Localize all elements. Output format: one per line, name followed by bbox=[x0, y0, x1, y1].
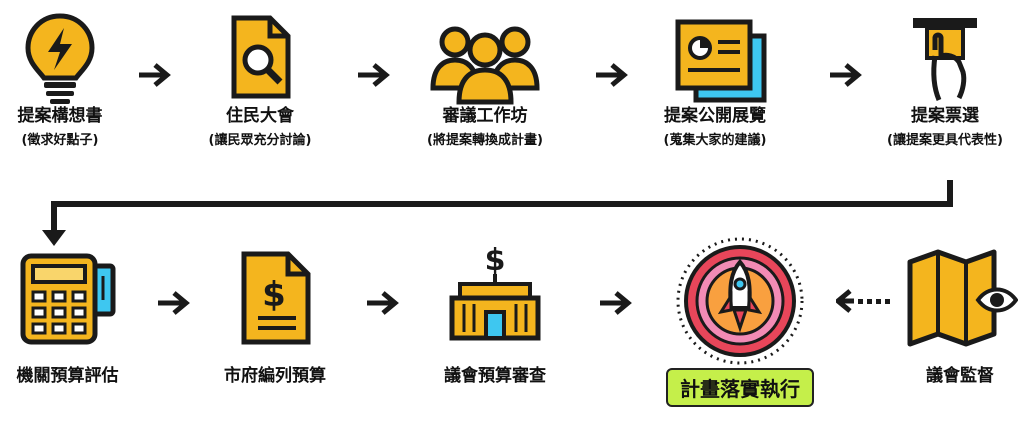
step-title: 提案構想書 bbox=[17, 106, 103, 126]
arrow-right-icon bbox=[358, 63, 390, 87]
svg-text:$: $ bbox=[485, 243, 506, 278]
presentation-board-icon bbox=[675, 19, 767, 103]
arrow-right-icon bbox=[596, 63, 628, 87]
step-title: 議會預算審查 bbox=[444, 366, 546, 386]
lightbulb-icon bbox=[25, 13, 95, 104]
step-council-budget-review: $ 議會預算審查 bbox=[415, 240, 575, 386]
step-subtitle: (蒐集大家的建議) bbox=[663, 133, 767, 149]
step-title: 審議工作坊 bbox=[442, 106, 528, 126]
step-title: 議會監督 bbox=[926, 366, 994, 386]
connector-arrow bbox=[42, 180, 953, 246]
step-plan-implementation: 計畫落實執行 bbox=[655, 236, 825, 407]
step-title: 機關預算評估 bbox=[16, 366, 119, 386]
group-people-icon bbox=[430, 26, 540, 105]
map-eye-icon bbox=[907, 249, 1018, 347]
ballot-hand-icon bbox=[913, 18, 977, 101]
step-subtitle: (徵求好點子) bbox=[21, 133, 99, 149]
arrow-right-icon bbox=[830, 63, 862, 87]
rocket-badge-icon bbox=[676, 237, 804, 365]
step-deliberation-workshop: 審議工作坊 (將提案轉換成計畫) bbox=[405, 10, 565, 148]
final-step-label: 計畫落實執行 bbox=[666, 368, 814, 407]
step-subtitle: (讓民眾充分討論) bbox=[208, 133, 312, 149]
step-title: 市府編列預算 bbox=[224, 366, 326, 386]
step-city-budget-draft: $ 市府編列預算 bbox=[205, 248, 345, 386]
step-title: 住民大會 bbox=[226, 106, 294, 126]
calculator-icon bbox=[20, 253, 115, 345]
step-subtitle: (將提案轉換成計畫) bbox=[427, 133, 543, 149]
dollar-document-icon: $ bbox=[241, 251, 311, 345]
step-proposal-idea: 提案構想書 (徵求好點子) bbox=[0, 10, 120, 148]
arrow-right-icon bbox=[600, 291, 632, 315]
step-proposal-vote: 提案票選 (讓提案更具代表性) bbox=[870, 10, 1020, 148]
arrow-left-dotted-icon bbox=[836, 289, 890, 313]
arrow-right-icon bbox=[139, 63, 171, 87]
step-resident-assembly: 住民大會 (讓民眾充分討論) bbox=[185, 10, 335, 148]
step-council-oversight: 議會監督 bbox=[900, 248, 1020, 386]
document-search-icon bbox=[231, 15, 291, 99]
step-public-exhibition: 提案公開展覽 (蒐集大家的建議) bbox=[640, 10, 790, 148]
arrow-right-icon bbox=[158, 291, 190, 315]
council-building-icon: $ bbox=[449, 243, 541, 341]
step-title: 提案票選 bbox=[911, 106, 979, 126]
step-title: 提案公開展覽 bbox=[664, 106, 766, 126]
step-subtitle: (讓提案更具代表性) bbox=[887, 133, 1003, 149]
svg-text:$: $ bbox=[262, 275, 286, 315]
arrow-right-icon bbox=[367, 291, 399, 315]
step-agency-budget-assessment: 機關預算評估 bbox=[0, 248, 135, 386]
